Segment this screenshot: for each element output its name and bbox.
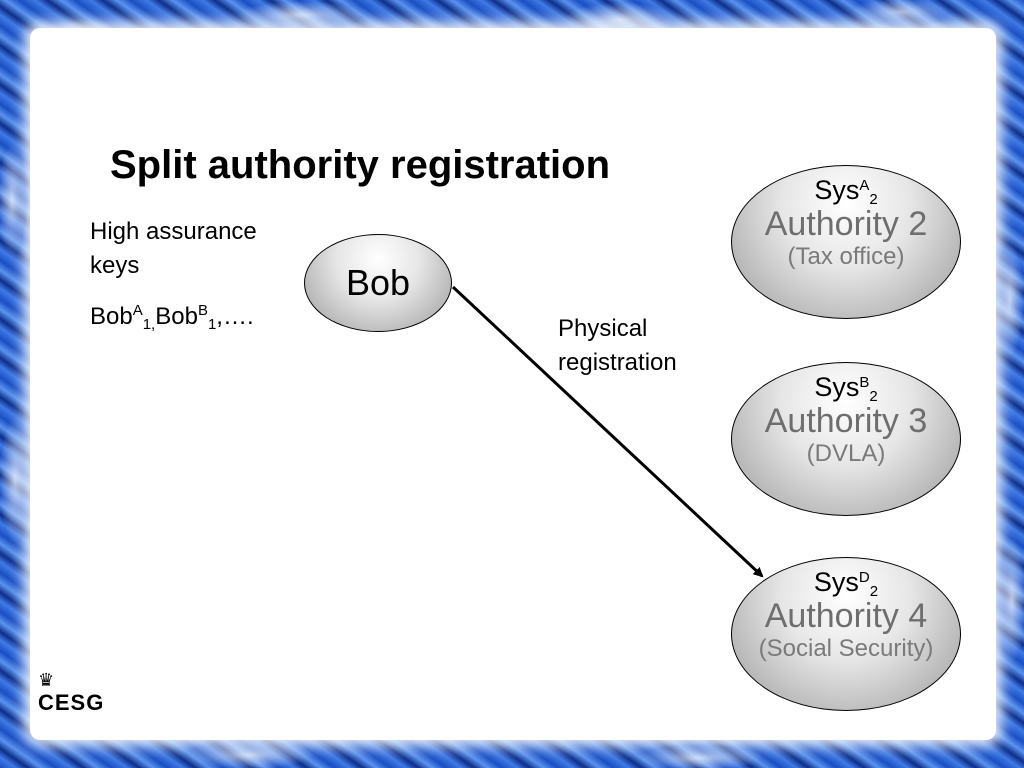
edge-label-line1: Physical [558,315,648,342]
authority-4-sys-sup: D [858,569,870,586]
bob-node: Bob [304,234,452,332]
authority-2-desc: (Tax office) [787,243,905,270]
keys-formula: BobA1,BobB1,…. [90,300,254,334]
authority-3-sys-label: Sys [814,372,860,402]
authority-4-desc: (Social Security) [758,635,934,662]
authority-2-name: Authority 2 [764,205,928,243]
authority-2-sys-sub: 2 [869,191,878,208]
authority-4-sys-label: Sys [813,567,859,597]
authority-3-desc: (DVLA) [806,440,886,467]
keys-tail: ,…. [216,303,254,330]
authority-3-sys-sub: 2 [869,388,878,405]
keys-bob-a: Bob [90,303,133,330]
cesg-logo: CESG [38,690,105,715]
authority-2-sys-label: Sys [814,175,860,205]
keys-sub-a: 1, [142,316,156,333]
authority-2-sys: SysA2 [732,174,960,208]
authority-node-3: SysB2 Authority 3 (DVLA) [731,362,961,516]
slide-title: Split authority registration [110,143,611,187]
keys-bob-b: Bob [155,303,198,330]
authority-4-name: Authority 4 [764,597,928,635]
edge-label-line2: registration [558,349,677,376]
left-text-line1: High assurance [90,218,257,245]
crown-icon: ♛ [38,670,55,690]
keys-sup-a: A [132,302,143,319]
authority-4-sys-sub: 2 [869,583,879,600]
left-text-line2: keys [90,252,140,279]
authority-4-sys: SysD2 [732,566,960,600]
left-text-block: High assurance keys [90,215,257,283]
authority-2-sys-sup: A [859,177,870,194]
authority-node-4: SysD2 Authority 4 (Social Security) [731,557,961,711]
authority-3-sys: SysB2 [732,371,960,405]
edge-label: Physical registration [558,312,677,380]
keys-sup-b: B [197,302,208,319]
keys-sub-b: 1 [207,316,217,333]
authority-node-2: SysA2 Authority 2 (Tax office) [731,165,961,319]
authority-3-sys-sup: B [859,374,870,391]
authority-3-name: Authority 3 [764,402,928,440]
